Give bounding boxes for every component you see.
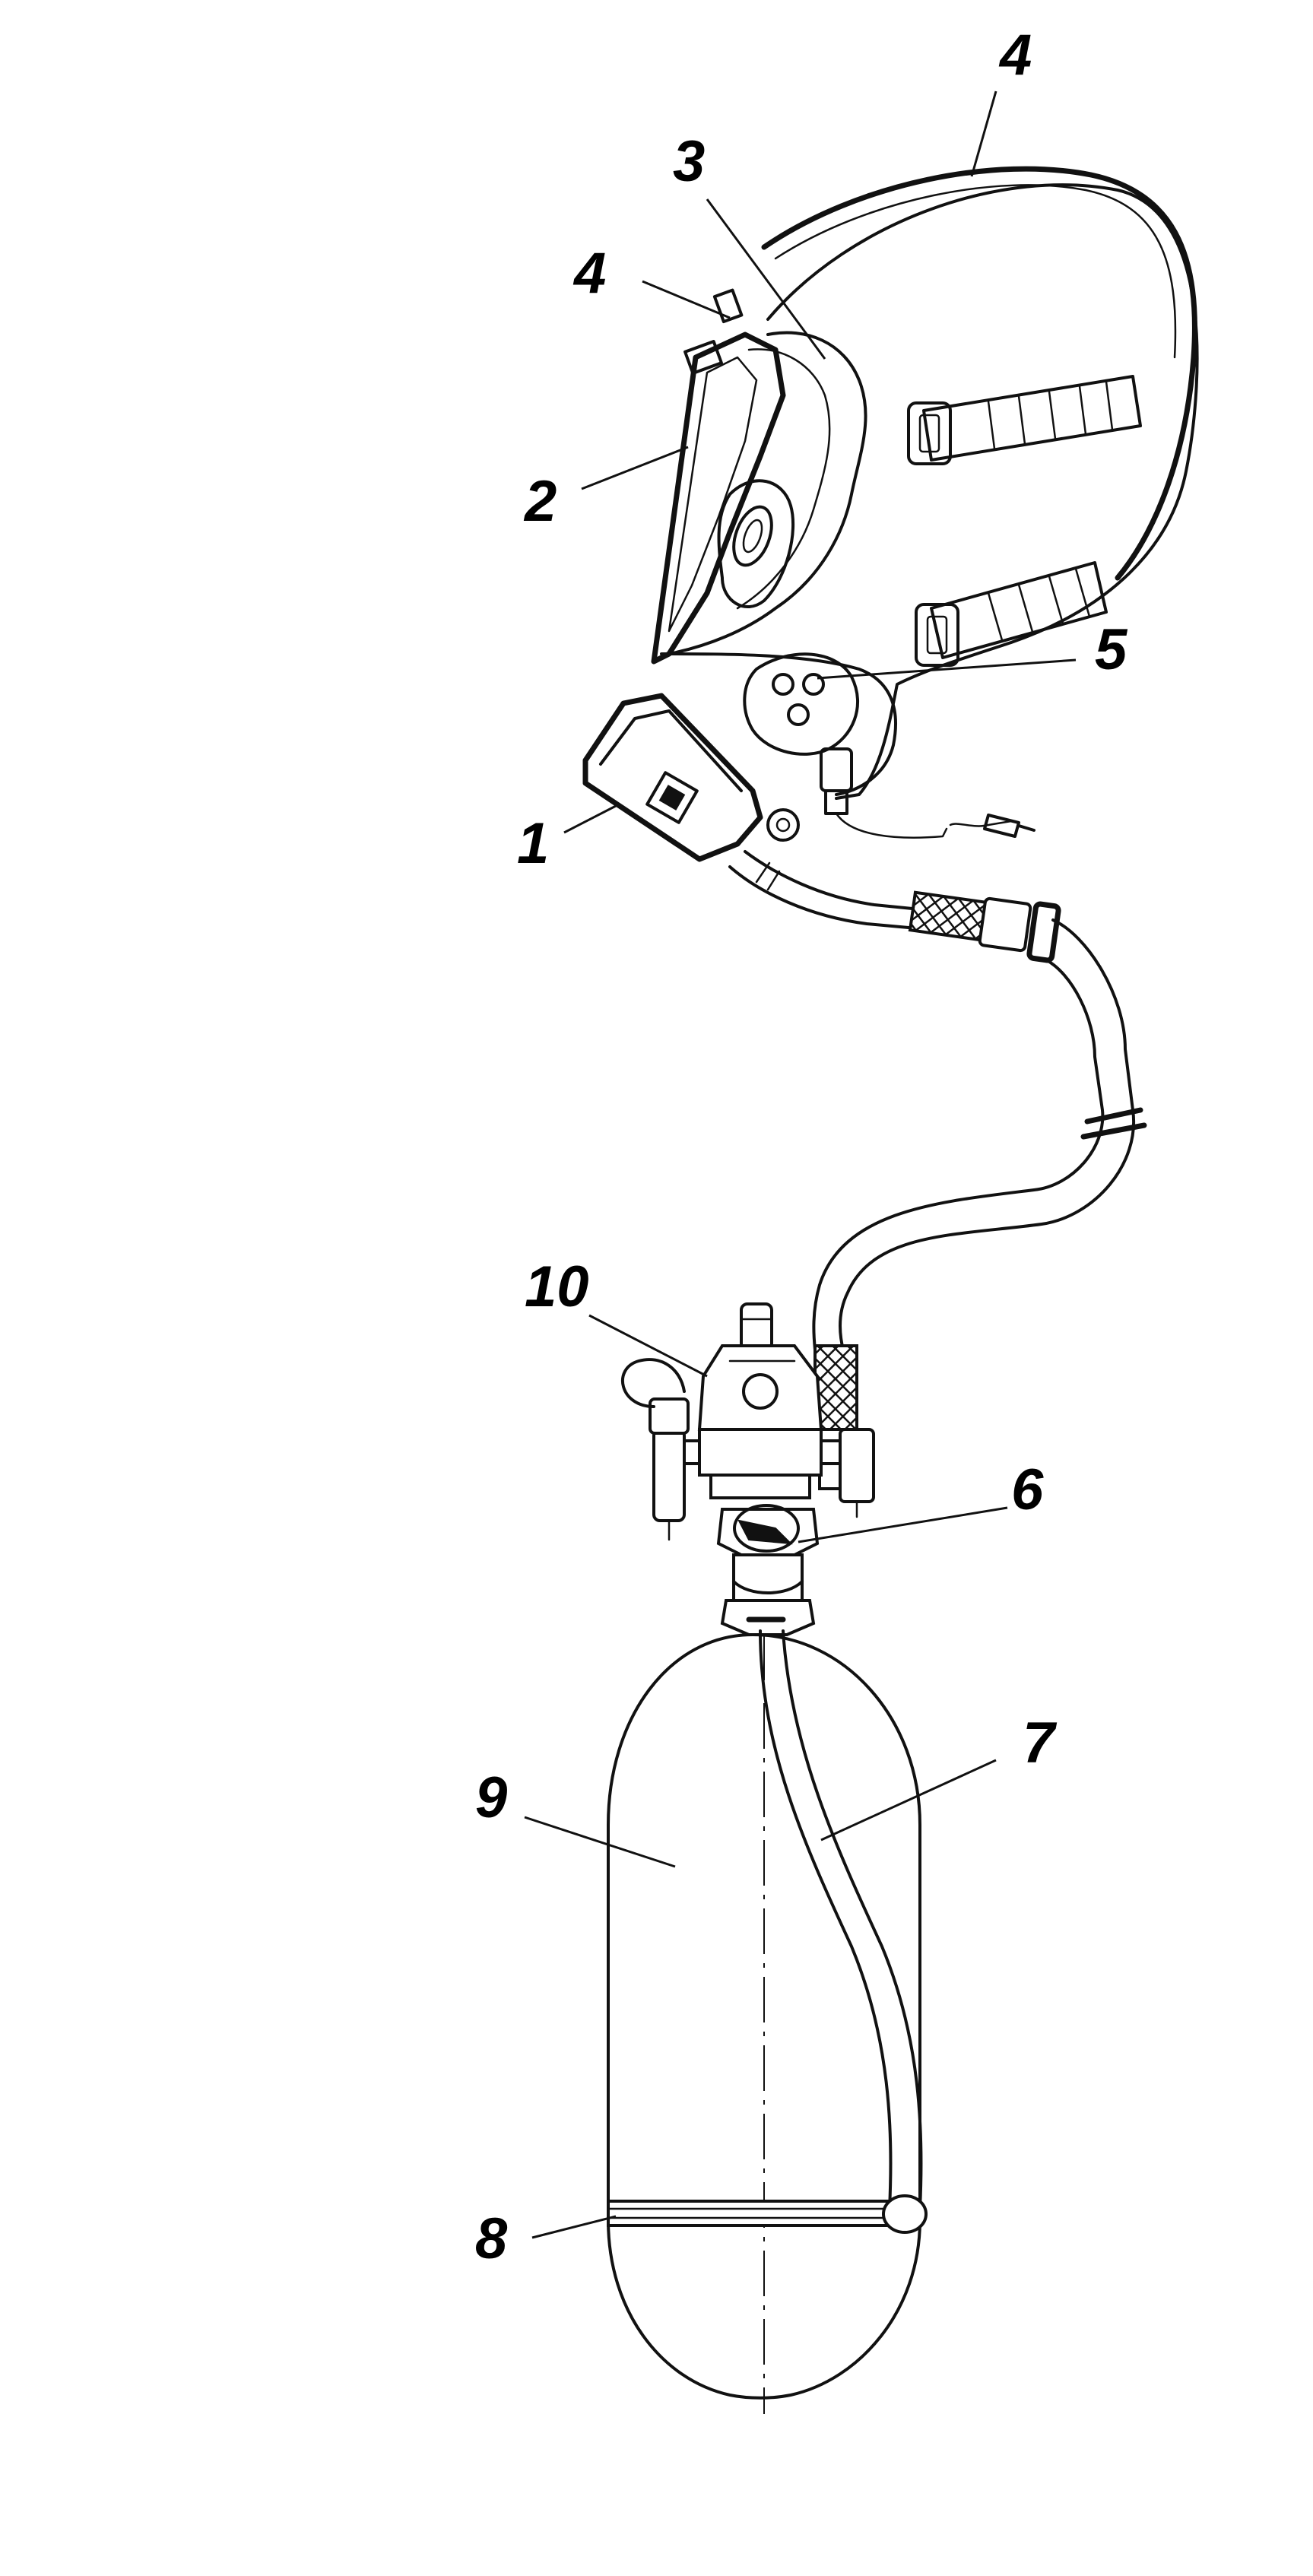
callout-3: 3 — [673, 129, 705, 194]
visor-clamp-top — [683, 340, 723, 375]
lower-strap-ticks — [987, 567, 1091, 642]
lower-adjuster-strap — [930, 561, 1108, 659]
comm-pin-b — [802, 673, 825, 696]
upper-adjuster-strap — [922, 375, 1142, 462]
cylinder — [607, 1633, 921, 2414]
comm-pin-a — [772, 673, 794, 696]
upper-buckle — [907, 401, 952, 465]
leader-lines — [524, 90, 1077, 2239]
carry-strap-right — [782, 1629, 923, 2210]
leader-1 — [563, 804, 617, 834]
comm-pin-c — [787, 703, 810, 726]
relief-valve-body — [652, 1428, 686, 1522]
valve-hinge — [766, 808, 800, 842]
hose-break-mark — [1080, 1107, 1147, 1140]
helmet-hose-bottom — [728, 865, 910, 929]
comm-connector — [820, 747, 853, 792]
valve-port — [645, 771, 699, 824]
inhalation-valve — [582, 693, 763, 862]
cylinder-band — [607, 2200, 921, 2227]
inner-mask-valve — [732, 505, 773, 567]
pressure-reducer — [620, 1302, 875, 1541]
leader-8 — [531, 2215, 617, 2239]
valve-neck — [732, 1553, 804, 1606]
visor-frame — [651, 332, 786, 665]
supply-hose-inner — [812, 958, 1105, 1351]
leader-9 — [524, 1816, 676, 1868]
helmet-jaw — [660, 652, 897, 796]
callout-8: 8 — [475, 2206, 508, 2271]
leader-5 — [817, 658, 1077, 680]
visor-clamp-bolt — [712, 288, 744, 324]
leader-4b — [642, 280, 731, 319]
comm-plug-body — [743, 652, 859, 756]
reducer-base — [709, 1474, 811, 1499]
helmet-hose-top — [744, 850, 914, 910]
callout-9: 9 — [475, 1765, 507, 1830]
callout-5: 5 — [1095, 617, 1128, 682]
face-seal — [668, 331, 867, 655]
visor-glass — [668, 356, 758, 633]
supply-hose-outer — [839, 918, 1136, 1355]
carry-strap-end — [882, 2194, 928, 2234]
callout-7: 7 — [1023, 1711, 1058, 1775]
callout-2: 2 — [523, 469, 557, 534]
upper-strap-ticks — [987, 380, 1114, 450]
head-strap-inner — [774, 184, 1177, 359]
supply-hose — [810, 918, 1147, 1490]
callout-4a: 4 — [998, 23, 1032, 87]
comm-cable — [835, 812, 1013, 839]
hose-coupling-nut-upper — [978, 896, 1032, 953]
leader-4a — [970, 90, 997, 177]
callout-1: 1 — [517, 811, 549, 876]
reducer-body — [698, 1428, 823, 1477]
helmet-assembly — [582, 166, 1199, 963]
face-seal-inner — [736, 348, 831, 610]
reducer-boss — [742, 1373, 779, 1410]
leader-3 — [706, 198, 826, 360]
leader-6 — [798, 1506, 1008, 1543]
leader-2 — [581, 446, 689, 490]
reducer-bonnet — [697, 1344, 823, 1431]
callout-10: 10 — [525, 1255, 589, 1319]
carry-strap — [759, 1629, 928, 2234]
relief-valve-ring — [620, 1358, 686, 1408]
valve-knob — [733, 1504, 800, 1553]
lower-buckle — [915, 603, 959, 667]
inner-mask — [717, 479, 794, 609]
leader-10 — [588, 1314, 708, 1378]
helmet-shell — [766, 183, 1199, 800]
comm-jack — [983, 814, 1035, 838]
hose-coupling-knurl-upper — [908, 890, 989, 942]
leader-7 — [820, 1759, 997, 1842]
hose-coupling-knurl-lower — [813, 1344, 858, 1431]
callout-labels: 1 2 3 4 4 5 6 7 8 9 10 — [475, 23, 1128, 2271]
carry-strap-left — [759, 1629, 893, 2210]
reducer-cap-top — [740, 1302, 773, 1351]
callout-4b: 4 — [572, 241, 606, 306]
callout-6: 6 — [1011, 1458, 1044, 1522]
cylinder-valve — [716, 1504, 820, 1636]
head-strap — [761, 166, 1197, 581]
